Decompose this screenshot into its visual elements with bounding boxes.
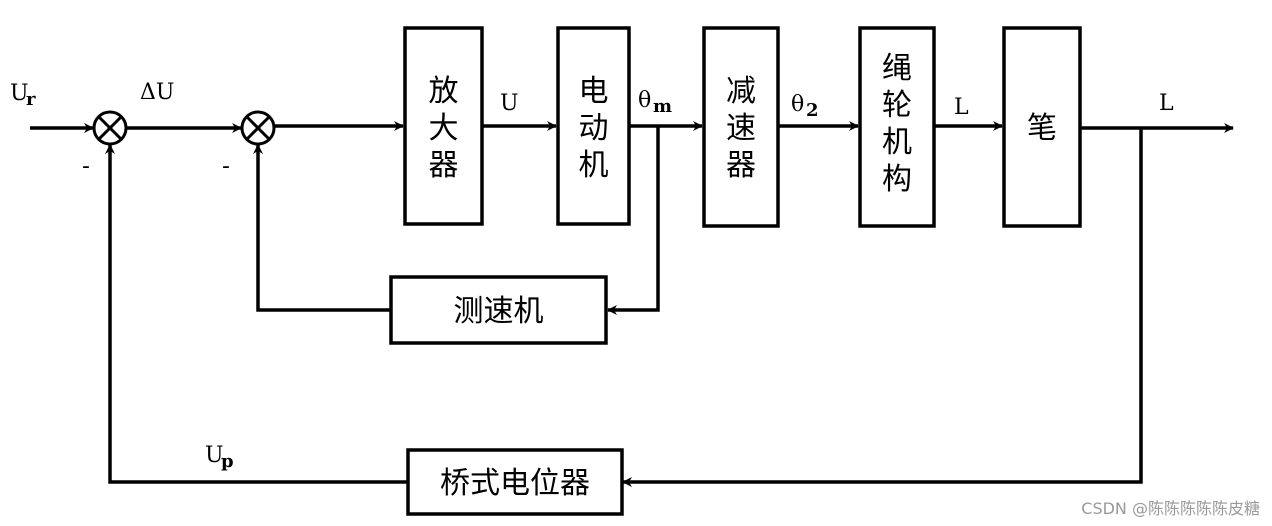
label-l-mid: L: [954, 95, 969, 120]
watermark: CSDN @陈陈陈陈陈皮糖: [1081, 499, 1260, 518]
label-delta-u: ΔU: [140, 80, 174, 105]
svg-text:机: 机: [579, 148, 609, 183]
minus-sign-1: -: [82, 154, 90, 179]
svg-text:放: 放: [429, 74, 459, 109]
reducer-block: 减 速 器: [702, 26, 780, 228]
label-theta-m: θ m: [638, 88, 672, 117]
label-u: U: [500, 91, 519, 116]
svg-text:大: 大: [429, 111, 459, 146]
svg-text:U: U: [205, 443, 224, 468]
svg-text:θ: θ: [791, 92, 804, 117]
svg-text:U: U: [10, 81, 29, 106]
svg-text:速: 速: [726, 111, 756, 146]
svg-text:轮: 轮: [882, 88, 912, 123]
svg-text:桥式电位器: 桥式电位器: [440, 466, 590, 501]
pen-block: 笔: [1002, 26, 1082, 228]
wire-tacho-feedback: [253, 144, 391, 312]
amplifier-block: 放 大 器: [403, 26, 484, 226]
wire-bridge-feedback: [105, 144, 408, 484]
svg-text:2: 2: [806, 100, 819, 121]
motor-block: 电 动 机: [556, 26, 631, 226]
svg-text:器: 器: [726, 148, 756, 183]
label-ur: U r: [10, 81, 36, 110]
svg-text:p: p: [221, 451, 234, 472]
summing-junction-1: [92, 110, 128, 146]
svg-text:机: 机: [882, 125, 912, 160]
wire-tacho-pickoff: [607, 126, 660, 315]
svg-text:构: 构: [882, 162, 912, 197]
label-l-output: L: [1159, 91, 1174, 116]
svg-text:器: 器: [429, 148, 459, 183]
bridge-potentiometer-block: 桥式电位器: [406, 448, 624, 516]
svg-text:电: 电: [579, 74, 609, 109]
wire-bridge-pickoff: [622, 128, 1143, 487]
svg-text:m: m: [653, 96, 672, 117]
minus-sign-2: -: [222, 154, 230, 179]
svg-text:θ: θ: [638, 88, 651, 113]
label-theta-2: θ 2: [791, 92, 819, 121]
label-up: U p: [205, 443, 234, 472]
svg-text:减: 减: [726, 74, 756, 109]
svg-text:绳: 绳: [882, 51, 912, 86]
svg-text:笔: 笔: [1027, 111, 1057, 146]
summing-junction-2: [240, 110, 276, 146]
svg-text:动: 动: [579, 111, 609, 146]
svg-text:测速机: 测速机: [454, 294, 544, 329]
svg-text:r: r: [26, 89, 36, 110]
tachometer-block: 测速机: [389, 275, 608, 345]
rope-pulley-block: 绳 轮 机 构: [858, 26, 936, 228]
